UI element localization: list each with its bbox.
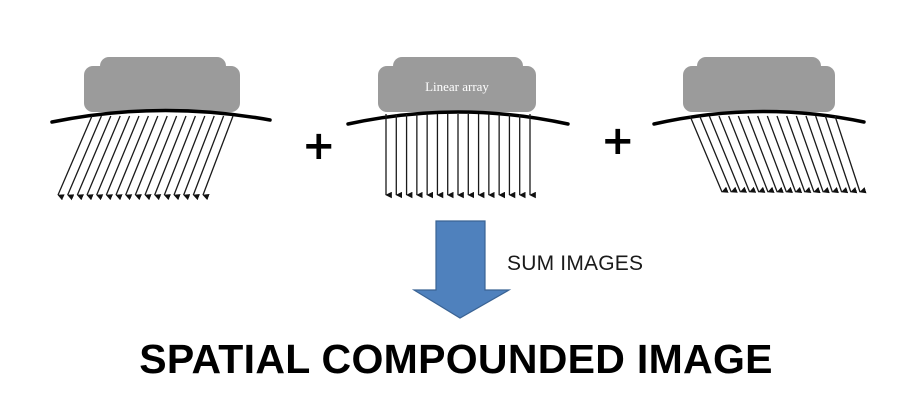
ultrasound-beams-center [385,114,536,199]
skin-surface-line [50,108,272,124]
beam-arrow [86,115,121,201]
beam-arrow [708,115,748,193]
beam-arrow [728,115,766,193]
beam-arrow [57,115,93,201]
beam-arrow [154,115,187,201]
skin-surface-line [346,110,570,126]
beam-arrow [795,115,830,194]
beam-arrow [134,115,168,201]
beam-arrow [163,115,197,201]
transducer-probe-icon [683,57,835,112]
beam-arrow [766,115,803,194]
skin-surface-line [652,109,866,126]
transducer-probe-icon [378,57,536,112]
sum-images-label: SUM IMAGES [507,252,644,275]
beam-arrow [76,115,112,201]
beam-arrow [173,115,206,201]
beam-arrow [144,115,178,201]
beam-arrow [757,115,794,193]
beam-arrow [115,115,150,201]
ultrasound-beams-left [57,115,234,201]
down-arrow-icon [411,220,512,319]
probe-label: Linear array [425,79,489,94]
beam-arrow [776,115,812,194]
probe-panel-center: Linear array [346,57,570,199]
beam-arrow [202,115,234,201]
beam-arrow [805,115,839,194]
beam-arrow [192,115,225,201]
beam-arrow [815,115,849,194]
beam-arrow [747,115,784,193]
beam-arrow [183,115,215,201]
plus-sign-2: + [601,118,635,164]
beam-arrow [689,115,729,193]
beam-arrow [718,115,757,193]
beam-arrow [67,115,102,201]
beam-arrow [834,115,867,194]
transducer-probe-icon [84,57,240,112]
ultrasound-beams-right [689,115,867,194]
beam-arrow [125,115,159,201]
beam-arrow [96,115,131,201]
beam-arrow [105,115,140,201]
beam-arrow [786,115,821,194]
diagram-title: SPATIAL COMPOUNDED IMAGE [139,336,773,382]
probe-panel-right [652,57,867,194]
probe-panel-left [50,57,272,201]
beam-arrow [824,115,858,194]
plus-sign-1: + [302,123,336,169]
beam-arrow [737,115,775,193]
beam-arrow [699,115,738,193]
